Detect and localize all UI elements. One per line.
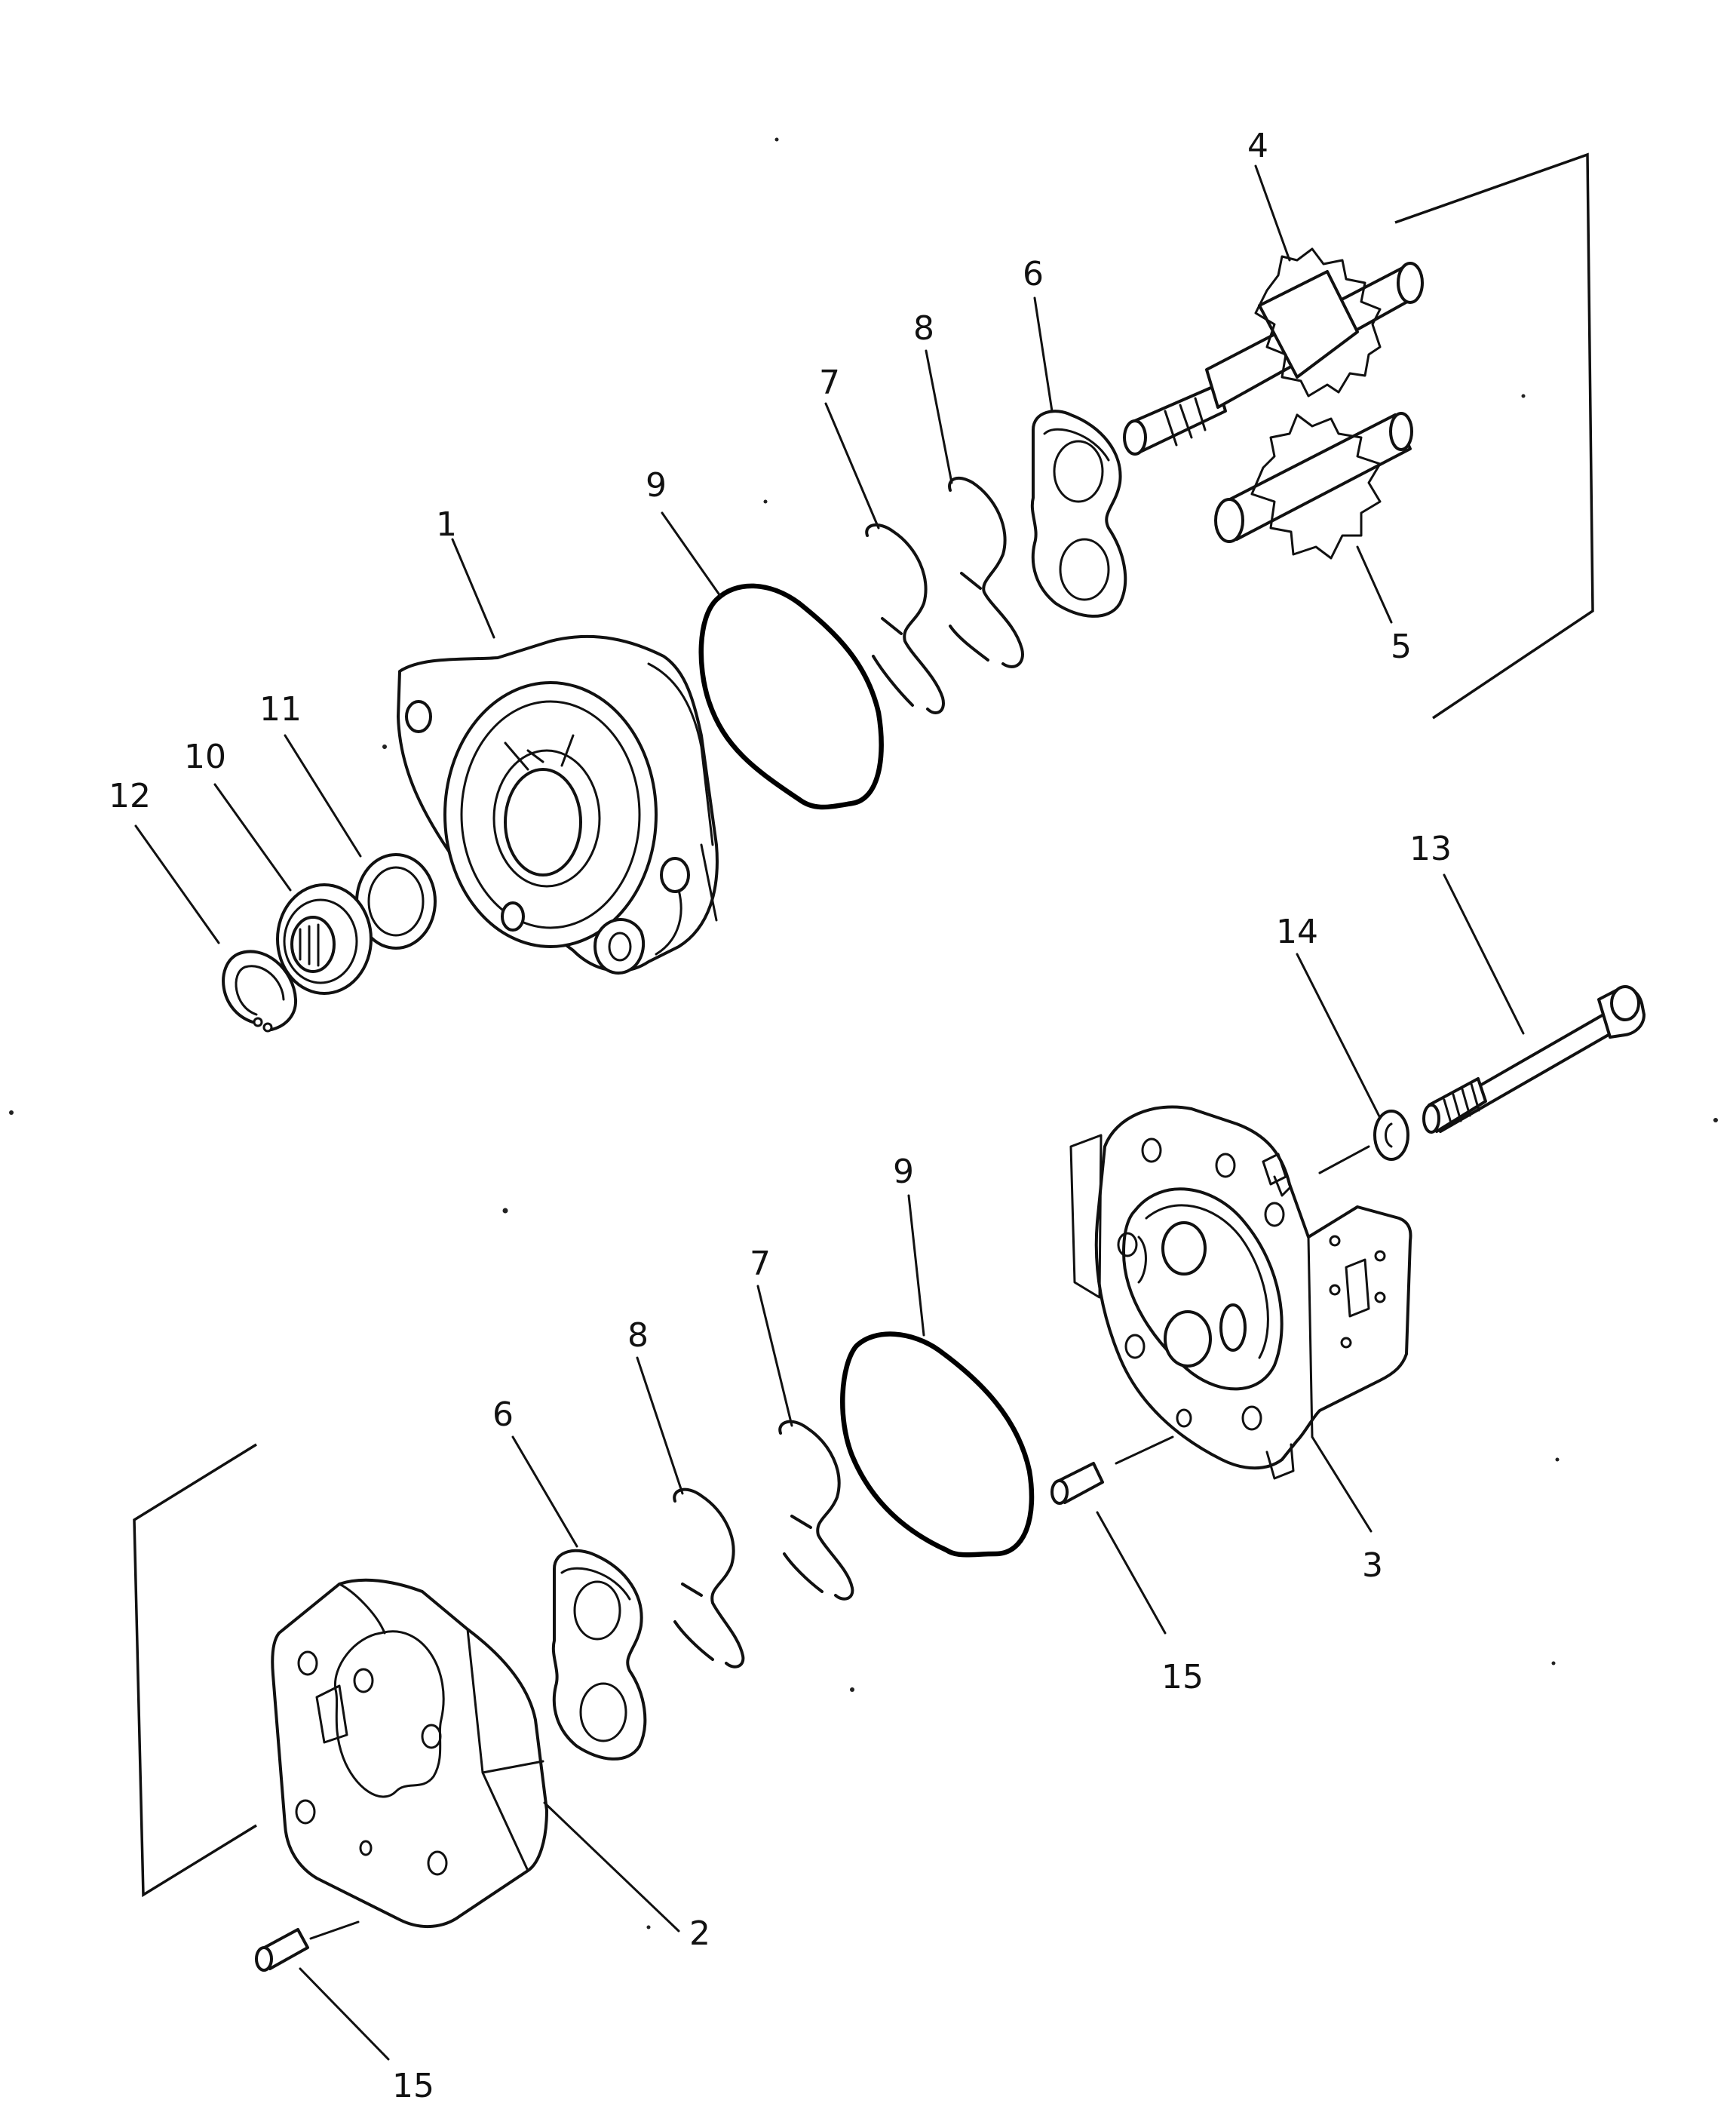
leader-4 [1254,164,1291,262]
o-ring-upper [698,583,884,810]
leader-15-to-housing [309,1920,360,1940]
callout-14: 14 [1276,913,1318,951]
bolt [1422,985,1646,1134]
leader-6-upper [1033,296,1054,413]
callout-2: 2 [689,1914,710,1953]
leader-11 [284,734,362,858]
scan-speck [1713,1118,1718,1122]
gear-housing [271,1578,548,1929]
callout-12: 12 [109,777,151,815]
callout-10: 10 [184,738,226,776]
leader-8-lower [636,1356,684,1495]
callout-4: 4 [1247,127,1268,165]
leader-15-to-cover [1115,1435,1174,1465]
callout-9-upper: 9 [646,466,667,505]
snap-ring [222,950,298,1033]
scan-speck [646,1925,651,1929]
callout-15-bottom: 15 [392,2067,434,2105]
leader-12 [134,824,220,944]
leader-7-lower [756,1285,793,1427]
scan-speck [9,1110,14,1115]
scan-speck [763,499,768,504]
leader-15-right [1096,1511,1167,1635]
wear-plate-lower [551,1549,647,1761]
wear-plate-upper [1030,410,1127,618]
gear-group-bracket-upper [1394,152,1594,720]
leader-1 [451,538,495,639]
leader-13 [1443,873,1525,1035]
bolt-washer [1373,1110,1409,1161]
scan-speck [1555,1457,1560,1462]
gear-group-bracket-lower [133,1443,257,1898]
backup-ring-lower [673,1487,745,1669]
oil-seal [276,883,373,995]
callout-6-lower: 6 [492,1395,514,1434]
callout-13: 13 [1409,830,1452,868]
leader-10 [213,783,292,892]
callout-6-upper: 6 [1023,255,1044,293]
leader-9-upper [661,511,722,597]
leader-5 [1356,545,1393,624]
washer [355,853,437,950]
callout-5: 5 [1391,628,1412,666]
callout-8-lower: 8 [627,1316,649,1355]
leader-6-lower [511,1435,578,1548]
scan-speck [1551,1661,1556,1665]
callout-8-upper: 8 [913,309,934,348]
scan-speck [382,744,387,749]
scan-speck [1521,394,1526,398]
leader-8-upper [925,349,953,484]
leader-14-to-cover [1318,1145,1370,1174]
leader-9-lower [907,1194,925,1337]
o-ring-lower [840,1331,1035,1558]
scan-speck [774,137,779,142]
callout-9-lower: 9 [893,1153,914,1191]
callout-7-lower: 7 [750,1245,771,1283]
leader-3 [1311,1435,1373,1533]
callout-1: 1 [436,505,457,544]
callout-11: 11 [259,690,302,729]
leader-14 [1296,953,1382,1119]
seal-ring-upper [865,523,945,714]
callout-7-upper: 7 [819,364,840,402]
dowel-pin-right [1050,1462,1104,1505]
seal-ring-lower [778,1420,854,1601]
scan-speck [502,1208,508,1214]
front-cover [397,634,719,975]
rear-cover [1069,1105,1412,1480]
drive-gear-shaft [1123,247,1424,456]
leader-7-upper [824,402,880,530]
leader-2 [543,1801,680,1933]
driven-gear [1214,412,1413,560]
callout-15-right: 15 [1161,1658,1204,1696]
scan-speck [850,1687,854,1692]
leader-15-bottom [299,1967,390,2061]
callout-3: 3 [1362,1546,1383,1585]
dowel-pin-bottom [255,1928,309,1972]
backup-ring-upper [948,476,1024,668]
